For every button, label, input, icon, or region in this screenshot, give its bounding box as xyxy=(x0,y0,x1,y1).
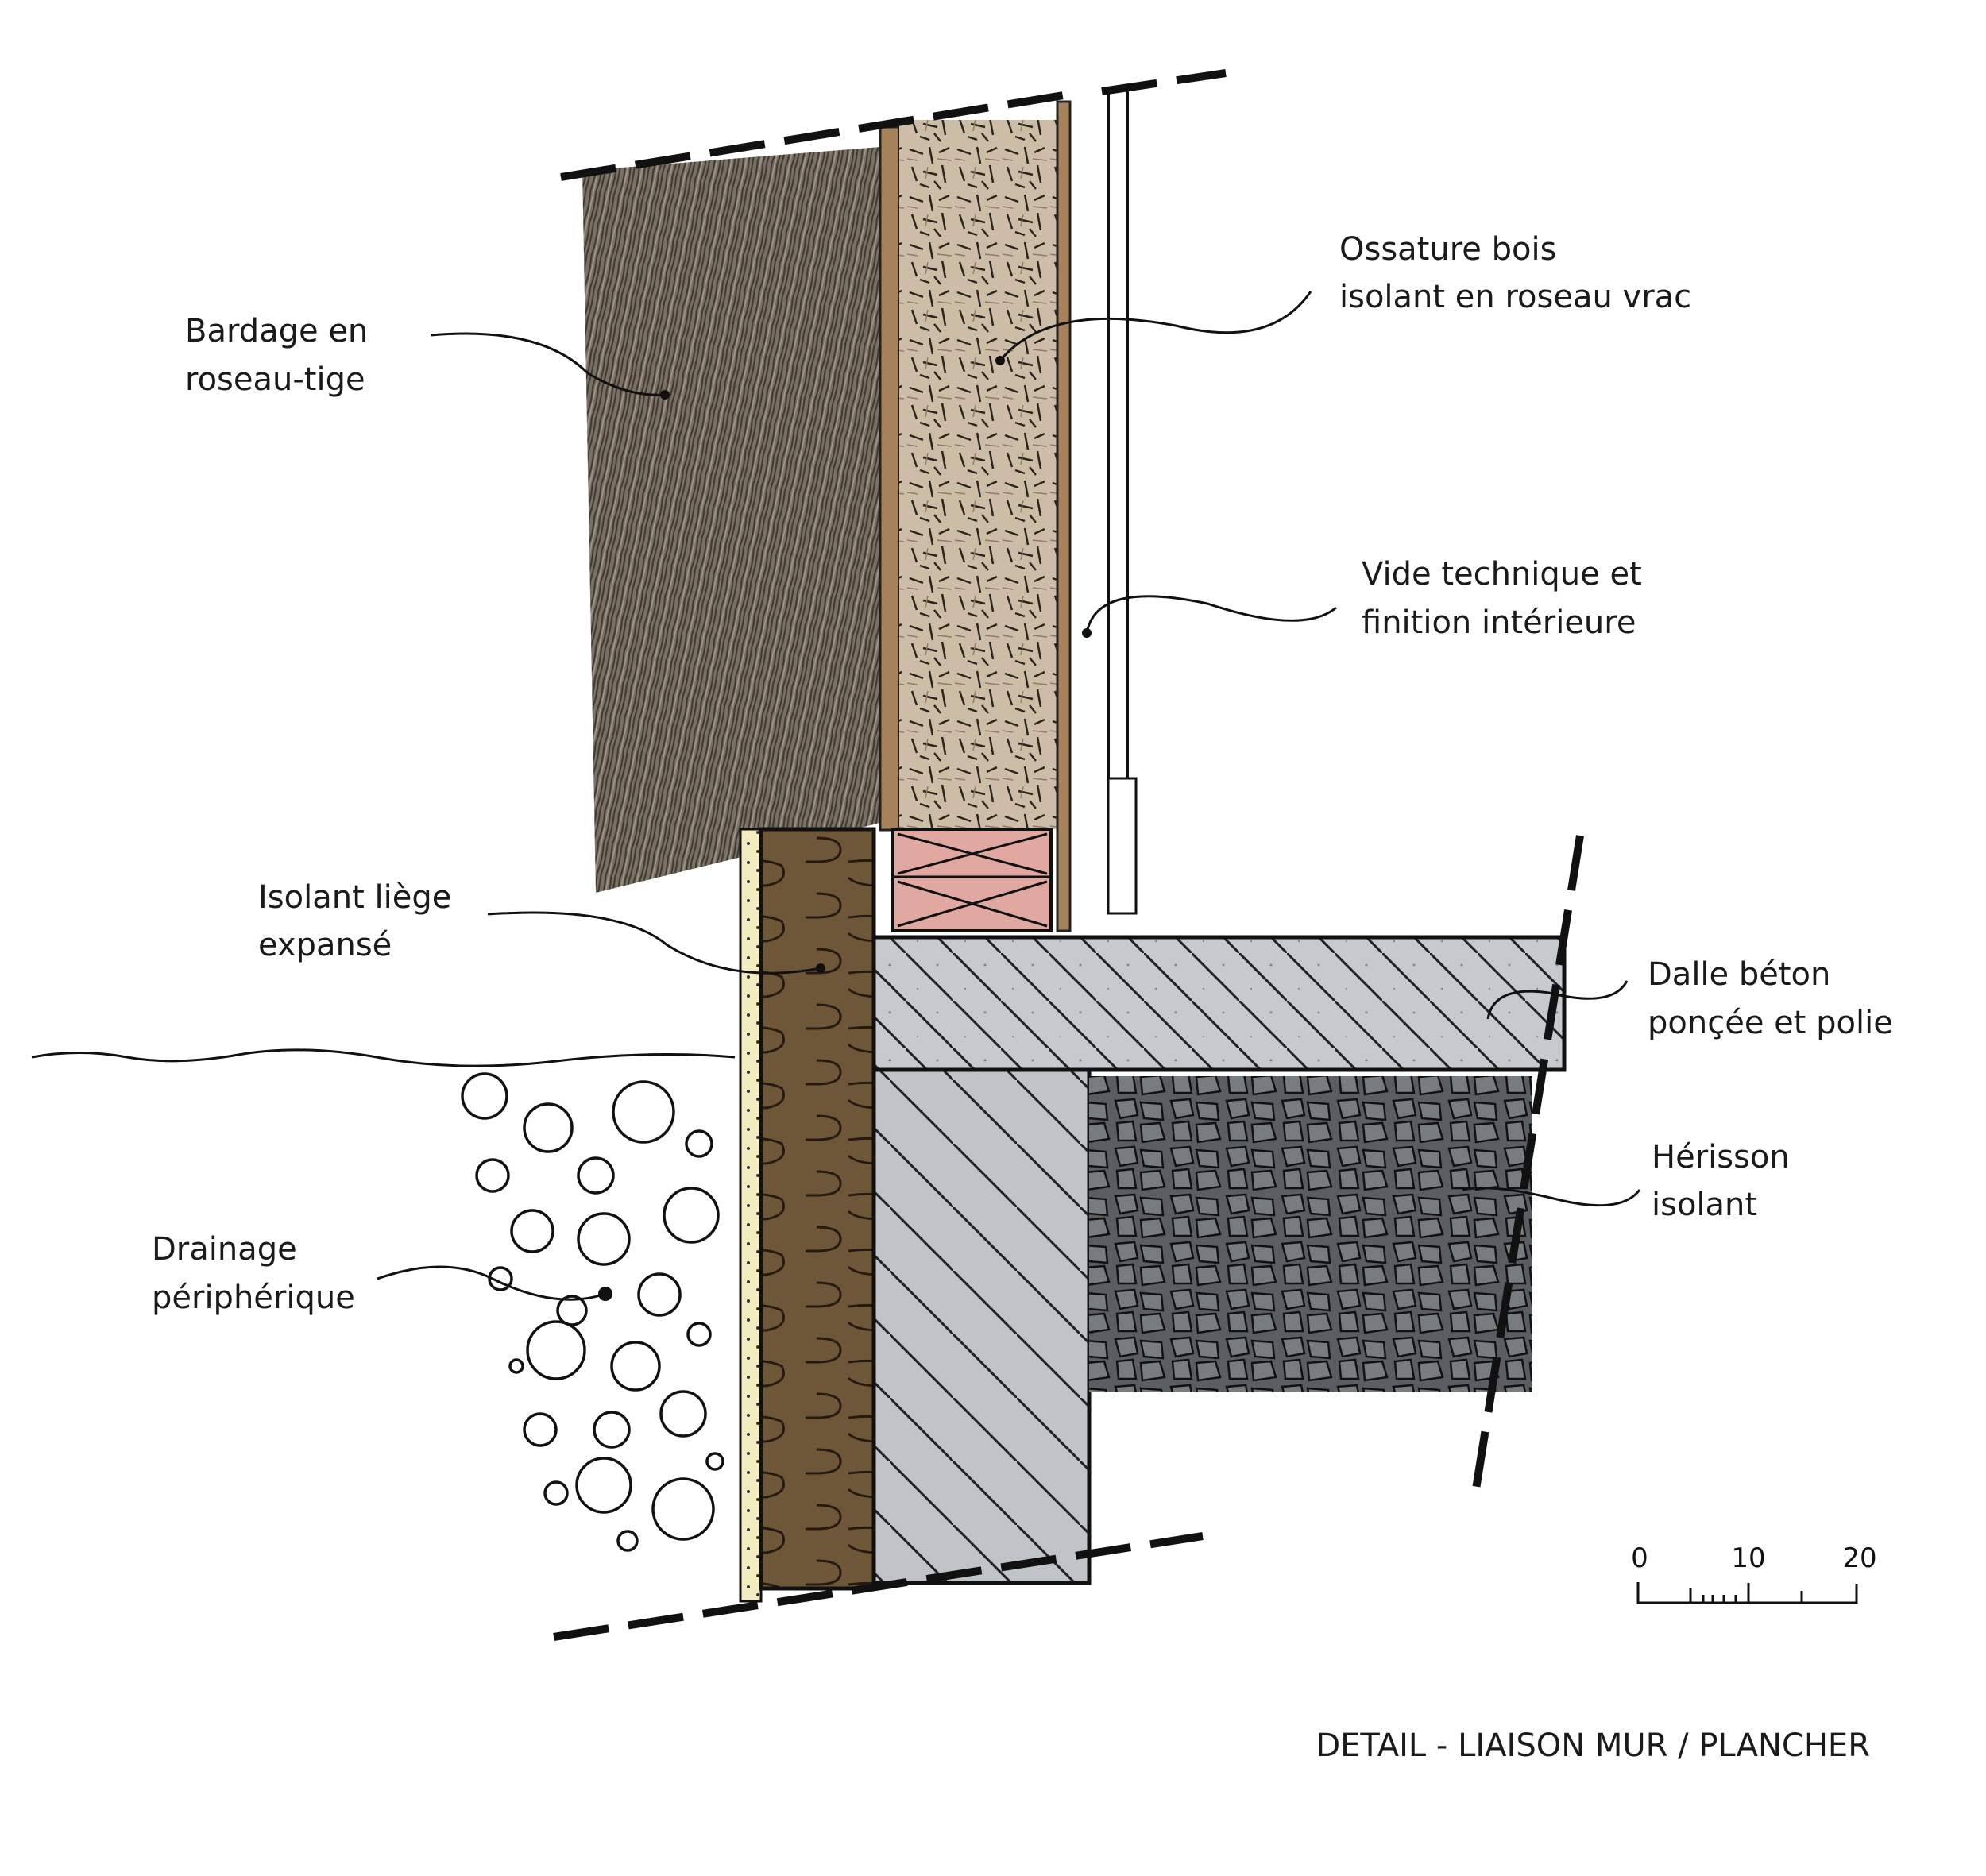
ground-line xyxy=(31,1048,736,1067)
drawing-title: DETAIL - LIAISON MUR / PLANCHER xyxy=(1316,1727,1870,1764)
label-herisson-line2: isolant xyxy=(1652,1187,1757,1223)
sole-plate xyxy=(891,828,1053,932)
label-drainage-line1: Drainage xyxy=(152,1231,297,1268)
reed-cladding xyxy=(582,147,880,893)
label-liege-line2: expansé xyxy=(258,927,392,963)
label-ossature-line2: isolant en roseau vrac xyxy=(1339,279,1691,315)
concrete-slab xyxy=(871,935,1567,1072)
label-dalle-line2: ponçée et polie xyxy=(1648,1005,1893,1041)
label-ossature-line1: Ossature bois xyxy=(1339,231,1556,268)
scale-tick-0: 0 xyxy=(1631,1542,1648,1574)
cork-insulation xyxy=(759,827,876,1591)
foundation-wall xyxy=(871,1067,1092,1585)
scale-tick-20: 20 xyxy=(1842,1542,1876,1574)
scale-bar: 0 10 20 xyxy=(1631,1542,1877,1604)
label-herisson-line1: Hérisson xyxy=(1652,1139,1790,1175)
skirting xyxy=(1107,777,1138,915)
label-bardage-line1: Bardage en xyxy=(185,313,368,349)
label-bardage-line2: roseau-tige xyxy=(185,361,365,398)
wood-stud-inner xyxy=(1056,100,1072,932)
interior-finish-lines xyxy=(1107,87,1129,913)
label-drainage-line2: périphérique xyxy=(152,1280,355,1316)
label-vide-line1: Vide technique et xyxy=(1362,556,1642,593)
wood-frame-outer xyxy=(879,125,901,832)
insulating-hedgehog xyxy=(1089,1076,1532,1392)
scale-tick-10: 10 xyxy=(1731,1542,1765,1574)
break-lines xyxy=(553,69,1584,1641)
label-liege-line1: Isolant liège xyxy=(258,879,451,916)
label-dalle-line1: Dalle béton xyxy=(1648,956,1830,993)
drainage-gravel xyxy=(461,1072,724,1552)
loose-reed-insulation xyxy=(899,120,1057,829)
waterproof-membrane xyxy=(739,828,763,1603)
label-vide-line2: finition intérieure xyxy=(1362,604,1636,641)
leader-lines xyxy=(377,291,1641,1301)
